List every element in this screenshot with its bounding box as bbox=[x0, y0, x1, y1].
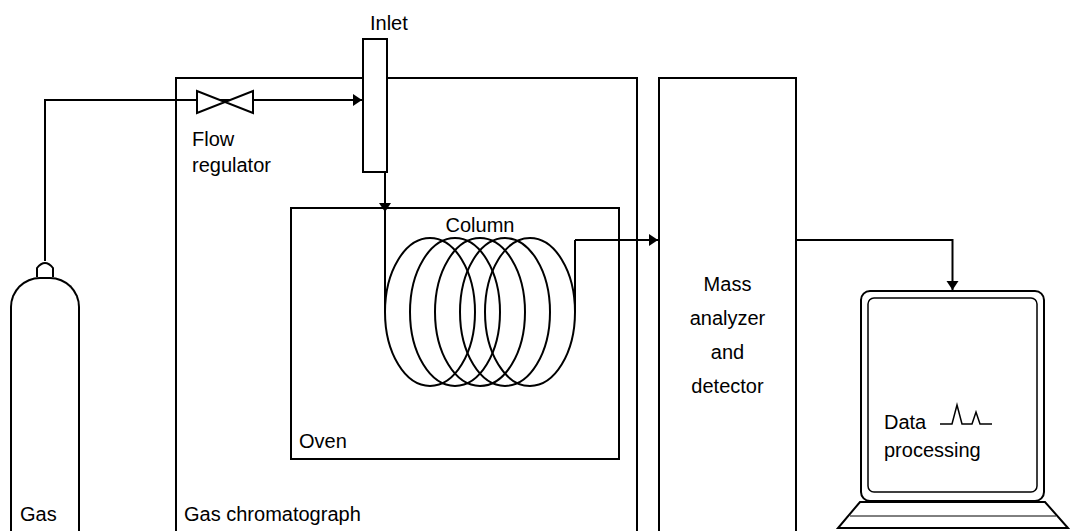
chromatogram-peaks bbox=[940, 405, 992, 424]
node-label: Gas bbox=[20, 501, 57, 527]
node-label: Mass analyzer and detector bbox=[680, 267, 775, 403]
node-label: Data processing bbox=[884, 408, 984, 464]
flow-connector bbox=[797, 240, 959, 290]
gas-cylinder: Gas bbox=[10, 277, 80, 531]
arrowhead bbox=[353, 94, 362, 106]
node-label: Column bbox=[385, 212, 575, 238]
connector-line bbox=[45, 100, 362, 261]
keyboard-line bbox=[850, 516, 1056, 517]
arrowhead bbox=[649, 234, 658, 246]
flow-connector bbox=[575, 234, 658, 246]
node-label: Inlet bbox=[370, 10, 408, 36]
cylinder-valve bbox=[37, 263, 53, 277]
node-label: Gas chromatograph bbox=[184, 501, 361, 527]
detector-box: Mass analyzer and detector bbox=[658, 77, 797, 531]
inlet-box: Inlet bbox=[362, 38, 388, 173]
column-region: Column bbox=[385, 212, 575, 388]
valve-symbol bbox=[225, 91, 253, 113]
column-coil bbox=[385, 212, 575, 386]
valve-symbol bbox=[197, 91, 225, 113]
flow-connector bbox=[45, 94, 362, 261]
laptop-base bbox=[838, 502, 1068, 528]
computer-screen: Data processing bbox=[860, 290, 1045, 502]
connector-line bbox=[575, 239, 658, 241]
node-label: Oven bbox=[299, 428, 347, 454]
arrowhead bbox=[947, 281, 959, 290]
part-label: Flow regulator bbox=[192, 126, 292, 178]
connector-line bbox=[797, 240, 953, 290]
screen-inner bbox=[868, 298, 1037, 492]
oven-box: Oven Column bbox=[290, 207, 620, 460]
instrument-box: Gas chromatographInletOvenColumn bbox=[175, 77, 638, 531]
